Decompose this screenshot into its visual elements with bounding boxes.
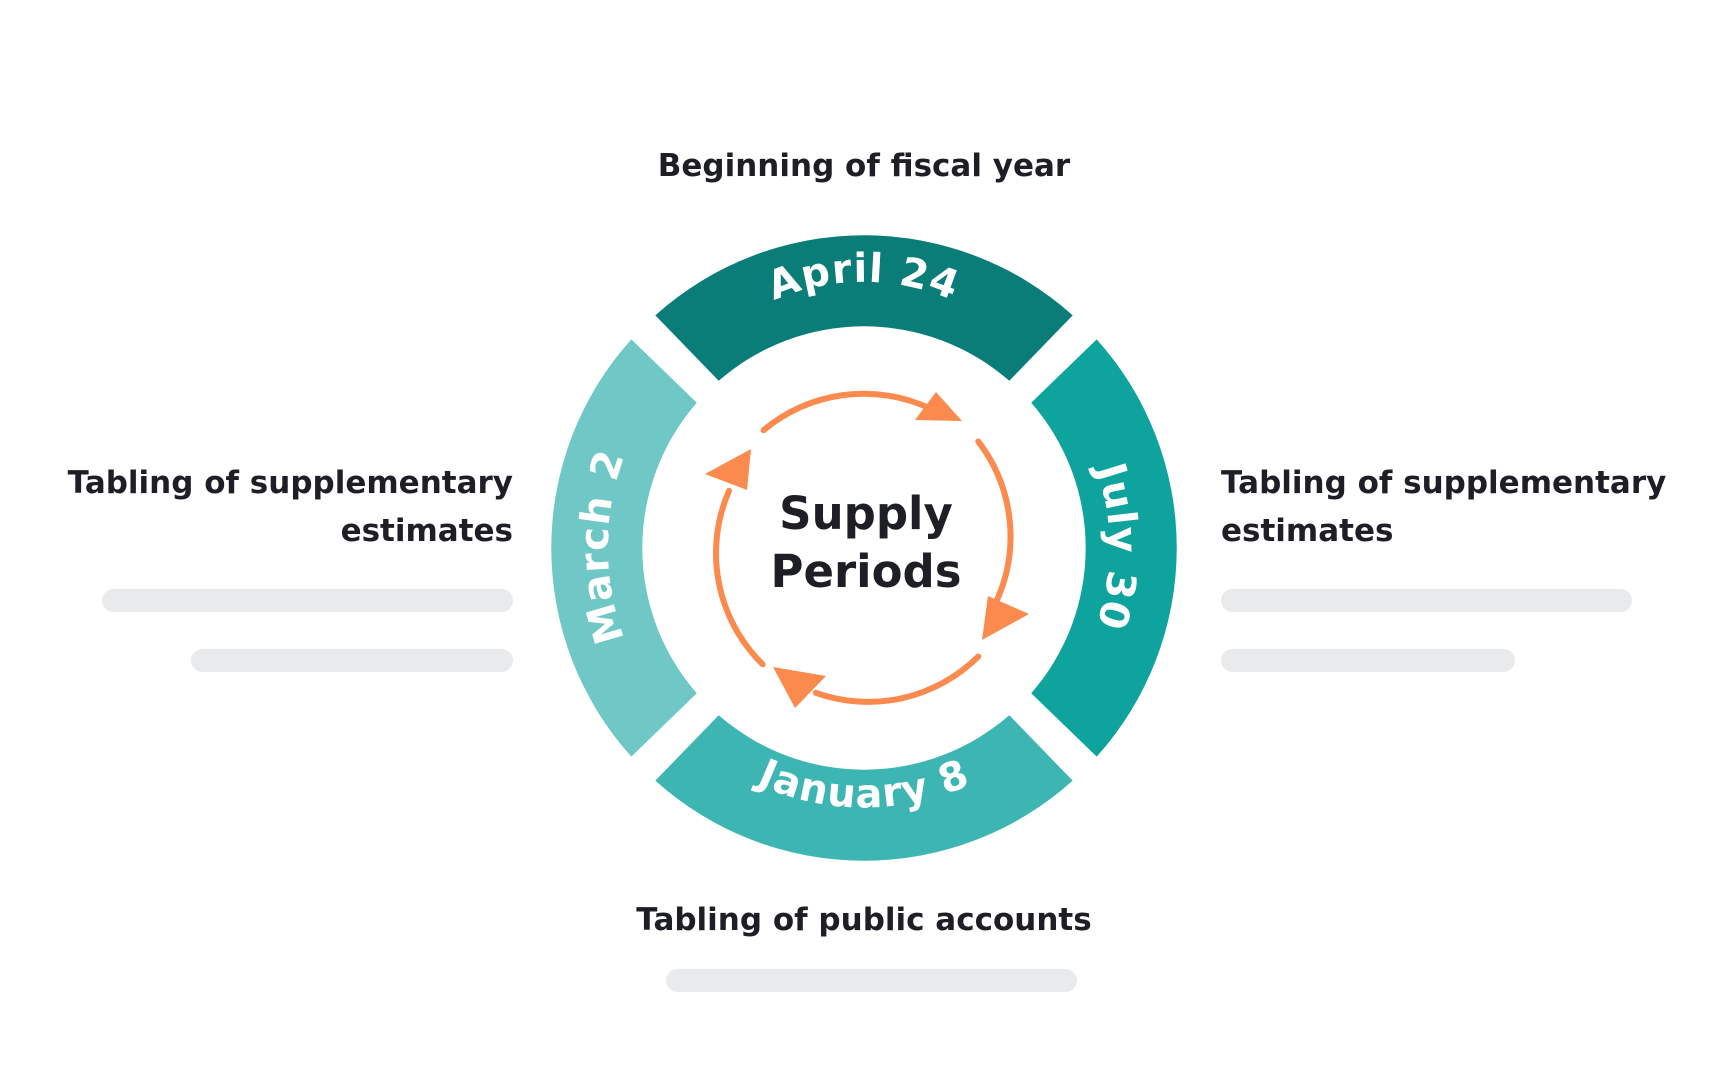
label-right-line2: estimates — [1221, 513, 1394, 549]
placeholder-bar-right-1 — [1221, 589, 1632, 612]
cycle-arrow-arc-4 — [713, 487, 766, 668]
cycle-arrow-arc-3 — [812, 653, 982, 705]
arrow-head-right — [982, 596, 1029, 640]
cycle-arrow-arc-2 — [975, 438, 1014, 608]
center-title-line2: Periods — [770, 545, 961, 598]
placeholder-bar-left-1 — [102, 589, 513, 612]
label-right-line1: Tabling of supplementary — [1221, 465, 1667, 501]
arrow-head-top-right — [915, 392, 962, 421]
label-bottom-text: Tabling of public accounts — [636, 902, 1092, 938]
segment-january-8 — [655, 715, 1073, 861]
arrow-head-bottom-left — [773, 667, 826, 708]
placeholder-bar-left-2 — [191, 649, 513, 672]
label-left-line1: Tabling of supplementary — [67, 465, 513, 501]
label-left-supplementary-estimates: Tabling of supplementary estimates — [68, 459, 513, 555]
placeholder-bar-bottom — [666, 969, 1077, 992]
placeholder-bar-right-2 — [1221, 649, 1515, 672]
segment-july-30 — [1031, 339, 1177, 757]
segment-april-24 — [655, 235, 1073, 381]
cycle-arrows — [705, 390, 1029, 708]
ring-segments — [551, 235, 1177, 861]
label-top-text: Beginning of fiscal year — [657, 148, 1071, 184]
cycle-arrow-arc-1 — [760, 390, 932, 434]
label-tabling-of-public-accounts: Tabling of public accounts — [0, 896, 1728, 944]
segment-march-2 — [551, 339, 697, 757]
label-beginning-of-fiscal-year: Beginning of fiscal year — [0, 142, 1728, 190]
center-title: Supply Periods — [770, 487, 961, 598]
label-left-line2: estimates — [340, 513, 513, 549]
label-right-supplementary-estimates: Tabling of supplementary estimates — [1221, 459, 1666, 555]
center-title-line1: Supply — [779, 487, 953, 540]
arrow-head-left — [705, 449, 751, 490]
